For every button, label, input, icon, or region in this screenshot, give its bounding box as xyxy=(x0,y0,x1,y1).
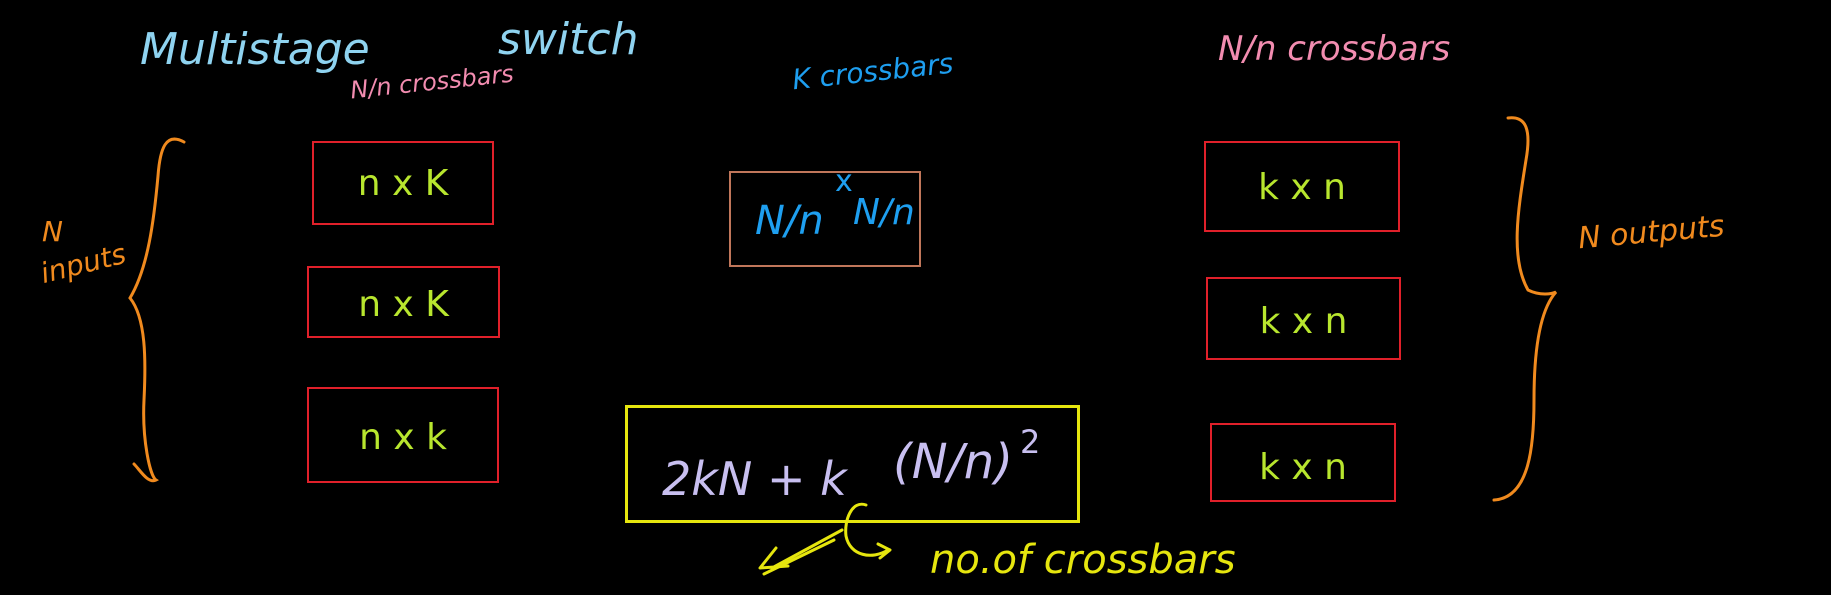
last-stage-crossbar-1: k x n xyxy=(1204,141,1400,232)
formula-box: 2kN + k (N/n) 2 xyxy=(625,405,1080,523)
last-stage-header: N/n crossbars xyxy=(1218,29,1451,69)
middle-box-times: x xyxy=(835,164,853,199)
first-stage-crossbar-2: n x K xyxy=(307,266,500,338)
middle-stage-crossbar: N/n x N/n xyxy=(729,167,921,267)
crossbar-size-label: k x n xyxy=(1258,167,1346,208)
pointer-arrow xyxy=(844,502,892,560)
pointer-arrow-shaft xyxy=(762,538,836,576)
crossbar-size-label: n x k xyxy=(359,417,447,458)
first-stage-crossbar-3: n x k xyxy=(307,387,499,483)
crossbar-size-label: k x n xyxy=(1259,447,1347,488)
title-switch: switch xyxy=(498,14,639,65)
first-stage-crossbar-1: n x K xyxy=(312,141,494,225)
middle-box-left-label: N/n xyxy=(755,198,824,244)
last-stage-crossbar-2: k x n xyxy=(1206,277,1401,360)
pointer-arrow-to-formula xyxy=(758,528,844,570)
formula-paren: (N/n) xyxy=(893,434,1013,490)
middle-box-right-label: N/n xyxy=(853,192,915,233)
crossbar-size-label: k x n xyxy=(1259,301,1348,342)
last-stage-crossbar-3: k x n xyxy=(1210,423,1396,502)
crossbar-size-label: n x K xyxy=(357,163,449,204)
inputs-label-n: N xyxy=(42,215,63,248)
formula-lead: 2kN + k xyxy=(662,452,847,506)
title-multistage: Multistage xyxy=(140,24,370,75)
crossbar-size-label: n x K xyxy=(358,284,449,325)
formula-exponent: 2 xyxy=(1020,423,1041,461)
crossbars-count-note: no.of crossbars xyxy=(930,537,1236,583)
outputs-brace xyxy=(1492,116,1558,502)
inputs-brace xyxy=(128,137,186,483)
